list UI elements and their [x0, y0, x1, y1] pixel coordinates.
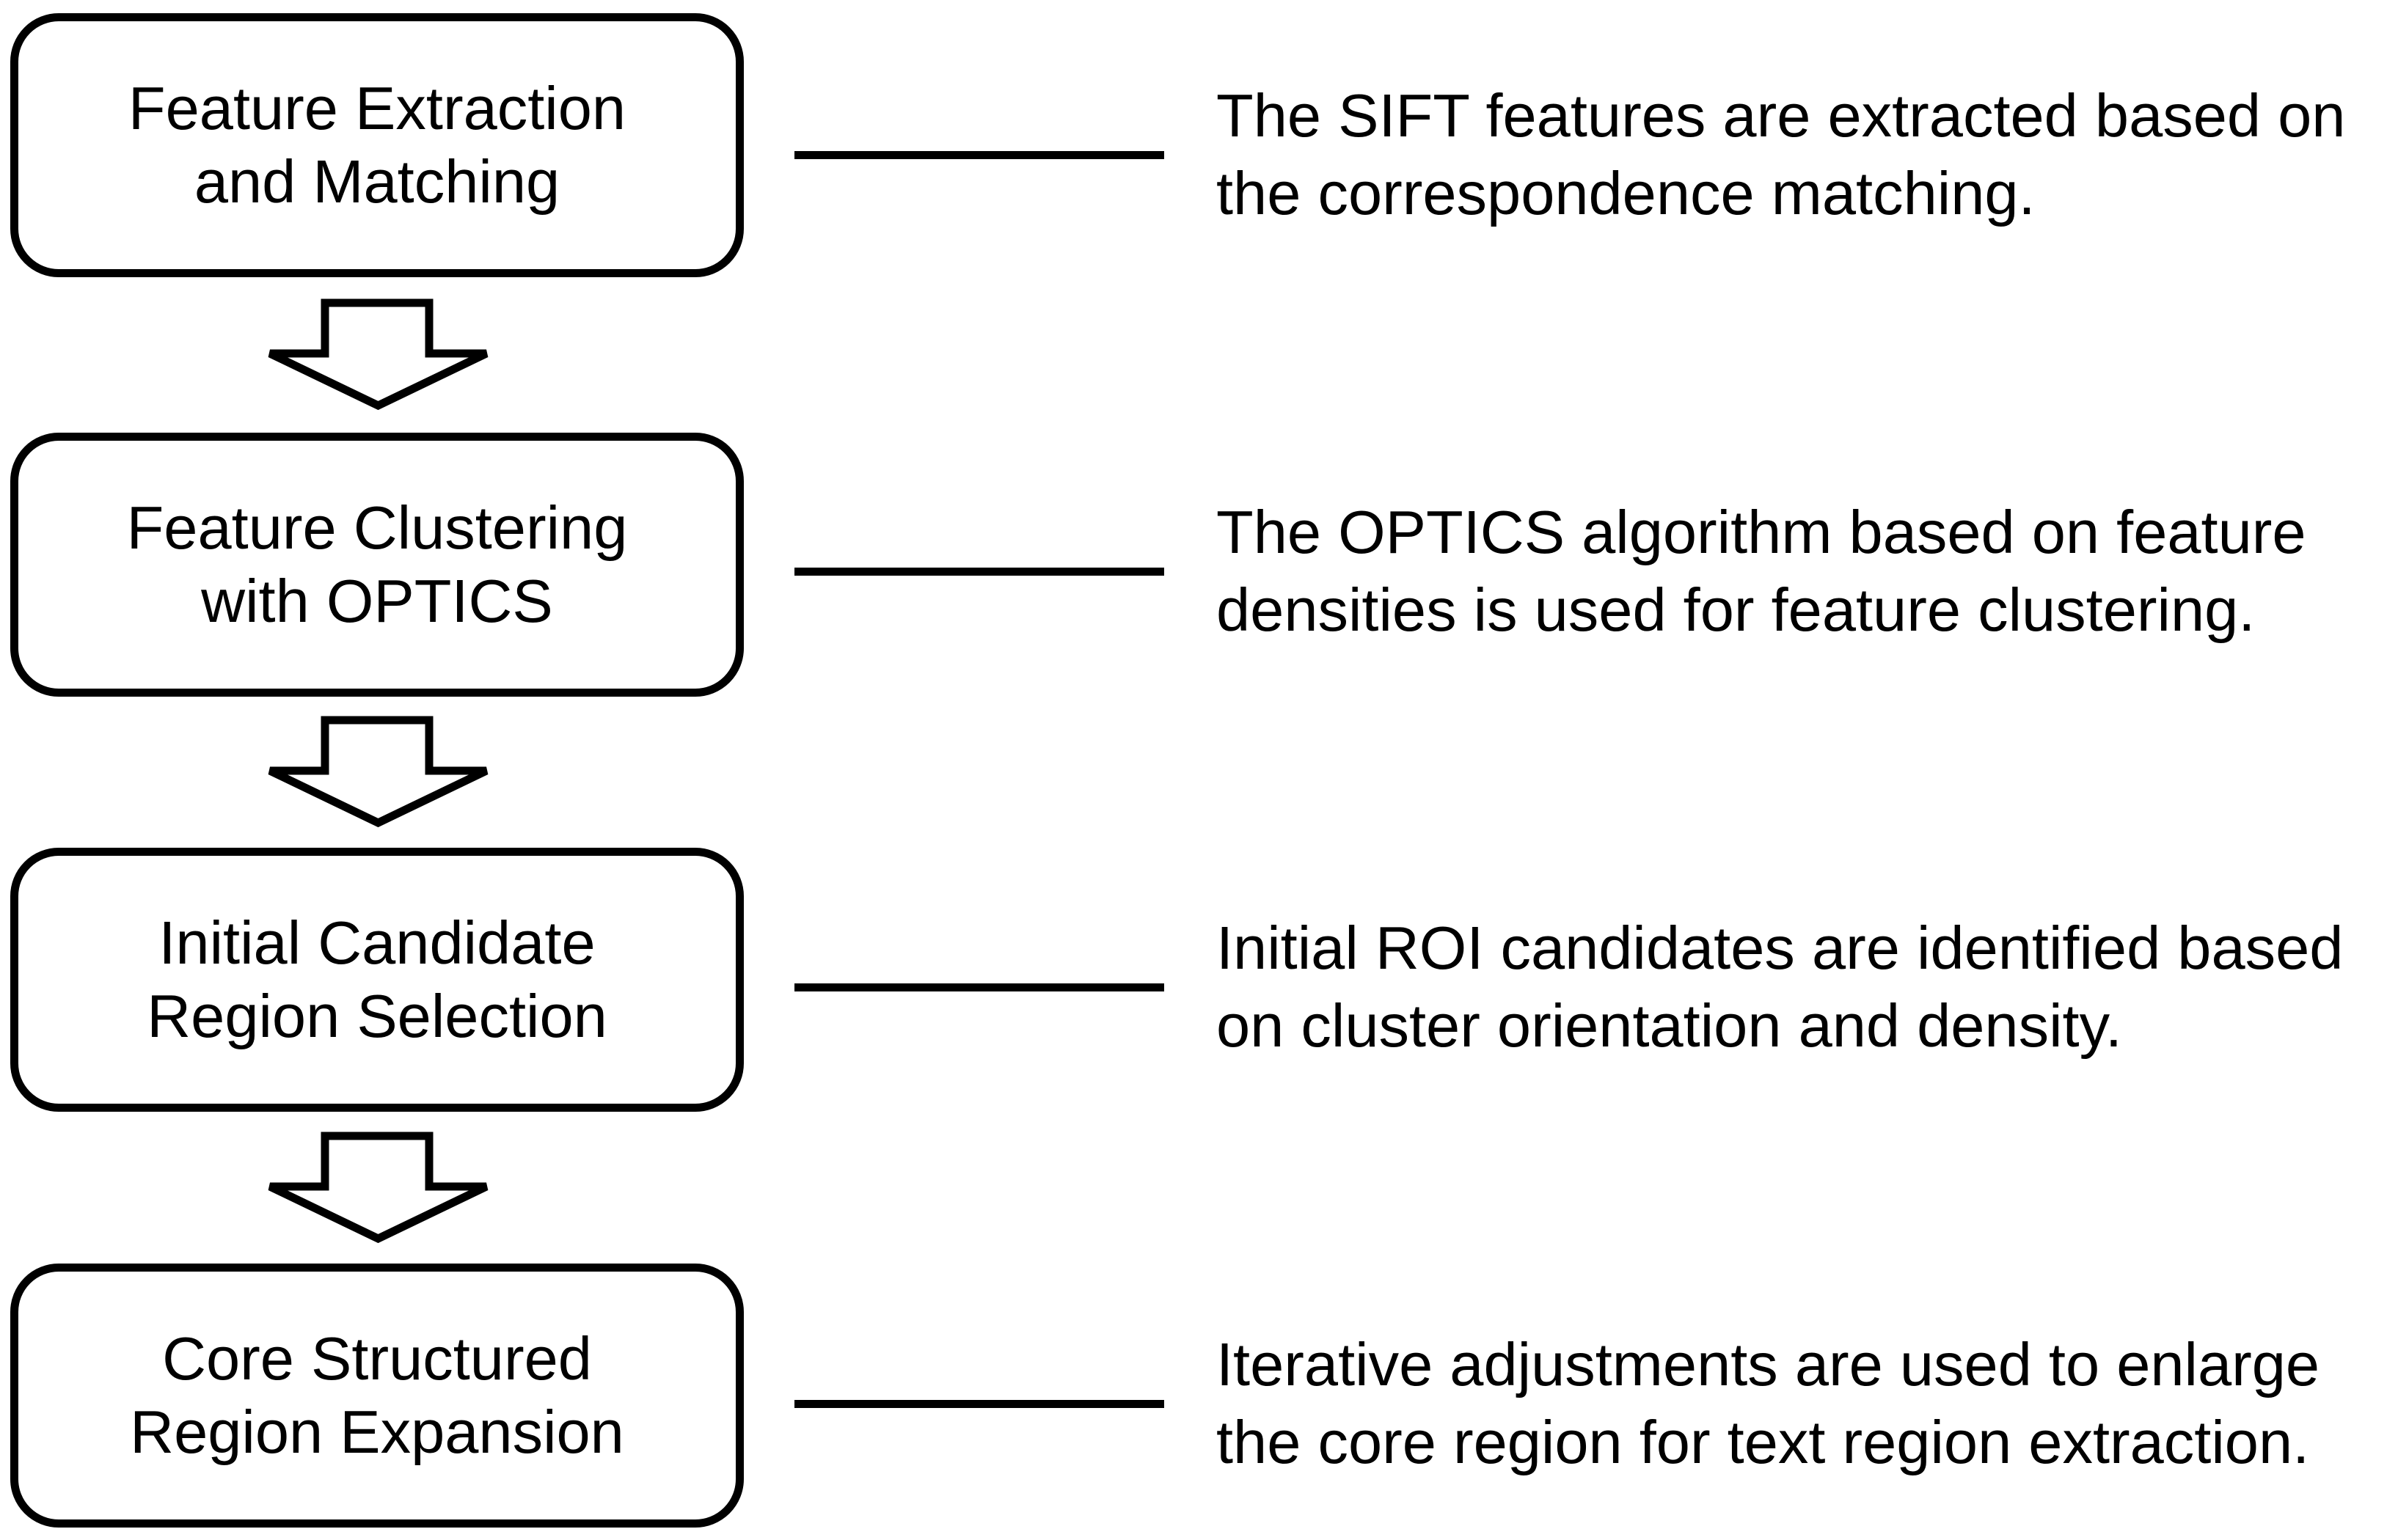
step-description-line2: the correspondence matching. — [1216, 159, 2036, 227]
connector-line — [794, 568, 1164, 576]
flow-box-initial-candidate-region: Initial Candidate Region Selection — [10, 848, 744, 1112]
connector-line — [794, 1400, 1164, 1408]
flow-box-label-line1: Feature Clustering — [126, 494, 628, 562]
flow-box-label-line2: Region Selection — [147, 982, 607, 1050]
connector-line — [794, 151, 1164, 159]
down-arrow-icon — [266, 298, 491, 410]
down-arrow-icon — [266, 716, 491, 827]
step-description-feature-clustering: The OPTICS algorithm based on feature de… — [1216, 494, 2306, 649]
flow-box-label: Feature Clustering with OPTICS — [127, 491, 628, 638]
flow-box-label-line2: Region Expansion — [130, 1398, 624, 1466]
step-description-core-region-expansion: Iterative adjustments are used to enlarg… — [1216, 1326, 2320, 1481]
step-description-line2: on cluster orientation and density. — [1216, 991, 2122, 1060]
flow-box-label-line1: Feature Extraction — [128, 74, 626, 142]
flow-box-label: Core Structured Region Expansion — [130, 1322, 624, 1469]
flow-box-label-line1: Core Structured — [162, 1324, 592, 1393]
step-description-feature-extraction: The SIFT features are extracted based on… — [1216, 77, 2345, 232]
step-description-initial-candidate-region: Initial ROI candidates are identified ba… — [1216, 909, 2343, 1065]
step-description-line2: the core region for text region extracti… — [1216, 1408, 2310, 1476]
step-description-line1: Initial ROI candidates are identified ba… — [1216, 914, 2344, 982]
flow-box-label: Initial Candidate Region Selection — [147, 906, 607, 1053]
step-description-line1: The OPTICS algorithm based on feature — [1216, 498, 2306, 566]
flow-box-label-line1: Initial Candidate — [158, 909, 596, 977]
step-description-line2: densities is used for feature clustering… — [1216, 576, 2256, 644]
flow-box-core-region-expansion: Core Structured Region Expansion — [10, 1264, 744, 1528]
flow-box-feature-clustering: Feature Clustering with OPTICS — [10, 433, 744, 697]
down-arrow-icon — [266, 1132, 491, 1243]
step-description-line1: The SIFT features are extracted based on — [1216, 81, 2346, 150]
flow-box-label-line2: with OPTICS — [201, 567, 553, 635]
flow-box-label: Feature Extraction and Matching — [128, 72, 626, 219]
flow-box-label-line2: and Matching — [194, 147, 560, 216]
connector-line — [794, 983, 1164, 991]
step-description-line1: Iterative adjustments are used to enlarg… — [1216, 1330, 2320, 1398]
flow-box-feature-extraction: Feature Extraction and Matching — [10, 13, 744, 277]
